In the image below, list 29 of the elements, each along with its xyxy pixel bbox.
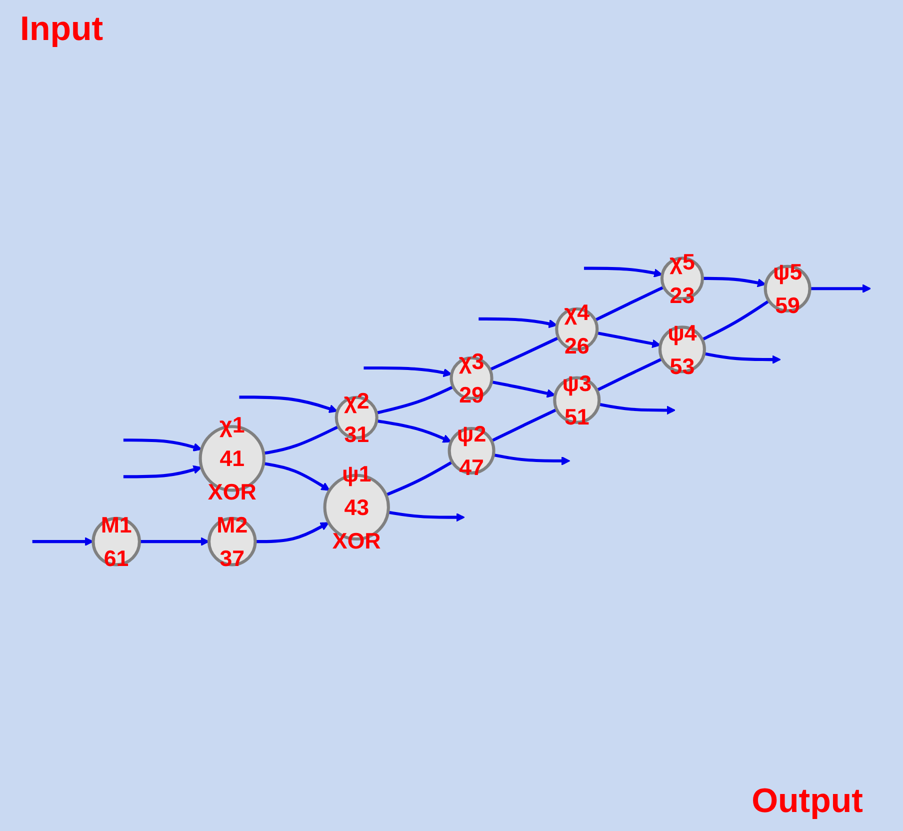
connector-line <box>263 425 340 455</box>
connector-line <box>702 300 770 341</box>
arrow <box>598 402 676 415</box>
arrow <box>364 366 452 378</box>
arrow <box>263 462 330 491</box>
connector-line <box>489 336 560 372</box>
arrow <box>139 537 210 546</box>
arrow <box>493 453 570 466</box>
connector-line <box>376 385 454 414</box>
arrow <box>810 284 872 294</box>
arrow <box>32 537 94 546</box>
arrow <box>596 331 661 348</box>
arrow <box>388 510 465 522</box>
connector-line <box>385 460 454 496</box>
connector-line <box>594 286 665 322</box>
arrow <box>704 352 781 364</box>
arrow <box>584 266 663 278</box>
input-label: Input <box>20 10 104 49</box>
arrow <box>123 438 202 452</box>
connector-line <box>490 408 558 442</box>
arrow <box>239 396 338 414</box>
connector-line <box>596 358 663 392</box>
arrow <box>478 317 558 328</box>
arrow <box>123 465 202 478</box>
arrow <box>376 419 452 443</box>
arrow <box>491 380 556 398</box>
arrow <box>702 276 766 288</box>
output-label: Output <box>752 782 863 821</box>
arrow <box>255 522 330 544</box>
